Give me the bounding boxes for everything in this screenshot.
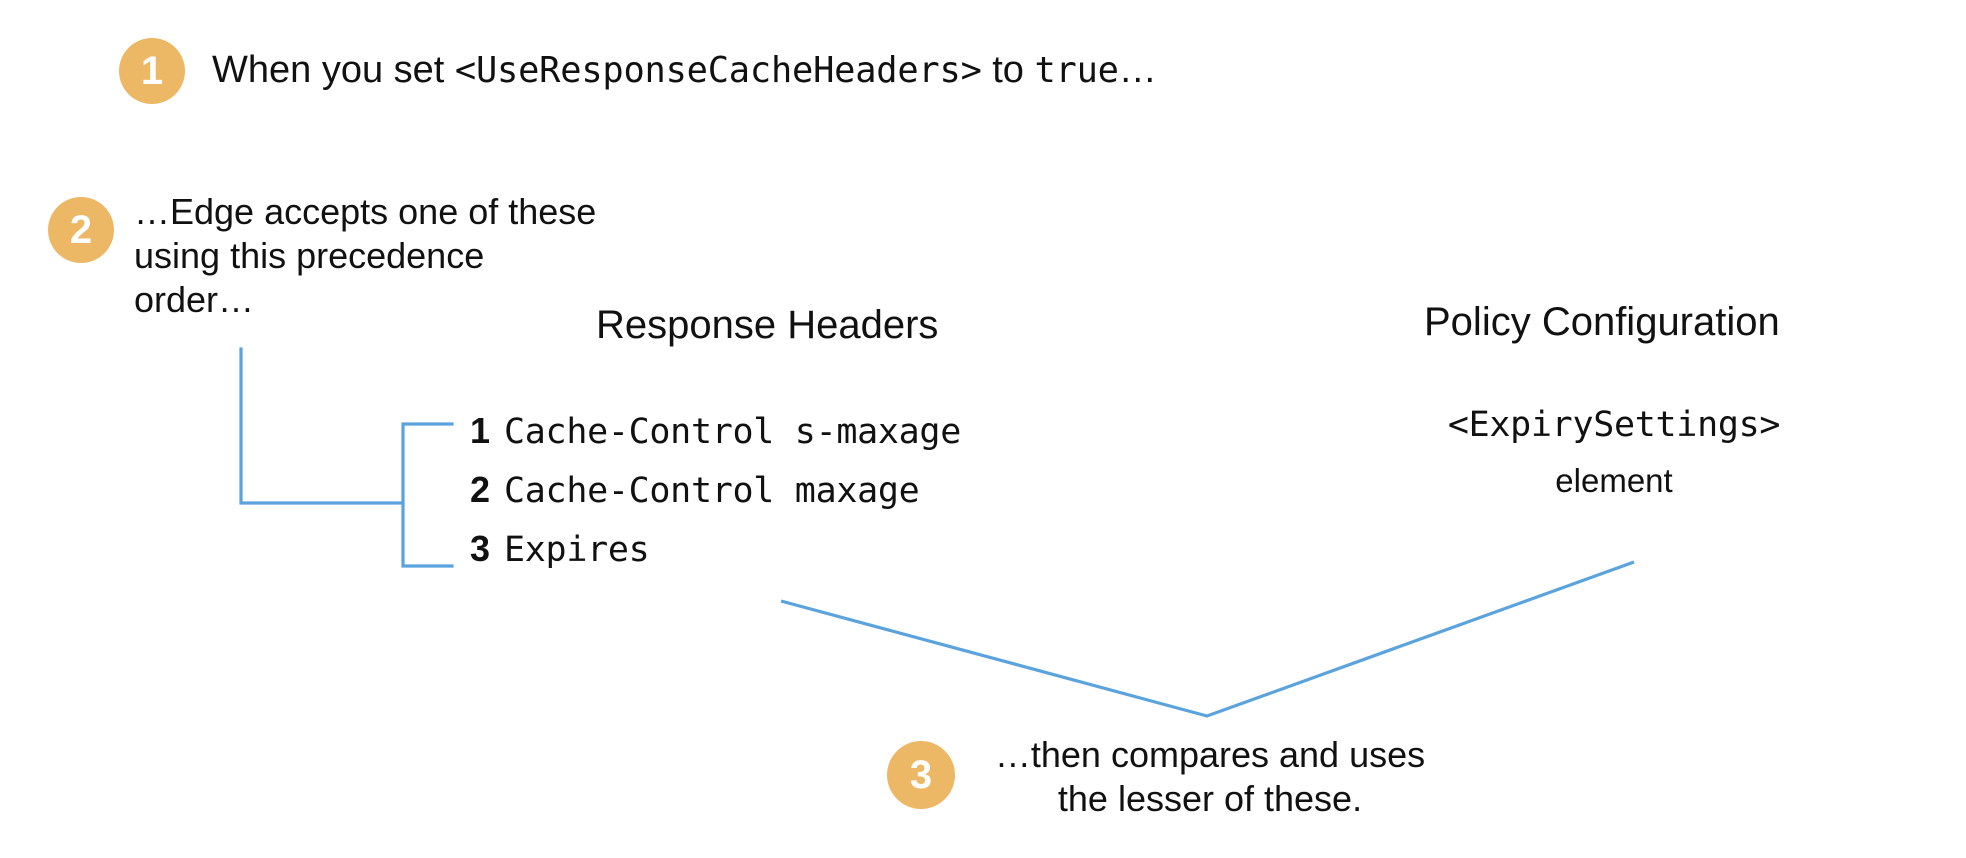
list-item: 3 Expires <box>470 528 961 587</box>
precedence-rank: 3 <box>470 528 491 569</box>
callout2-elbow-connector <box>239 347 405 505</box>
callout-1-suffix: … <box>1118 49 1157 91</box>
policy-configuration-title: Policy Configuration <box>1424 300 1780 344</box>
policy-element-name: <ExpirySettings> <box>1447 405 1781 445</box>
precedence-bracket <box>401 422 454 568</box>
list-item: 1 Cache-Control s-maxage <box>470 410 961 469</box>
precedence-rank: 2 <box>470 469 491 510</box>
precedence-rank: 1 <box>470 410 491 451</box>
callout-badge-1: 1 <box>119 38 185 104</box>
precedence-header-name: Expires <box>504 530 650 570</box>
callout-3-text: …then compares and uses the lesser of th… <box>994 734 1426 819</box>
callout-badge-3: 3 <box>887 741 955 809</box>
response-headers-title: Response Headers <box>596 303 939 347</box>
callout-2-text: …Edge accepts one of these using this pr… <box>134 191 597 320</box>
precedence-list: 1 Cache-Control s-maxage 2 Cache-Control… <box>470 410 961 587</box>
callout-1-prefix: When you set <box>212 49 455 91</box>
list-item: 2 Cache-Control maxage <box>470 469 961 528</box>
callout-1-code-value: true <box>1034 50 1119 91</box>
precedence-header-name: Cache-Control maxage <box>504 471 920 511</box>
policy-element-label: element <box>1555 462 1673 499</box>
callout-badge-2: 2 <box>48 197 114 263</box>
callout-1-middle: to <box>981 49 1035 91</box>
callout-1-text: When you set <UseResponseCacheHeaders> t… <box>212 48 1157 92</box>
precedence-header-name: Cache-Control s-maxage <box>504 412 961 452</box>
callout-1-code-tag: <UseResponseCacheHeaders> <box>454 50 982 91</box>
